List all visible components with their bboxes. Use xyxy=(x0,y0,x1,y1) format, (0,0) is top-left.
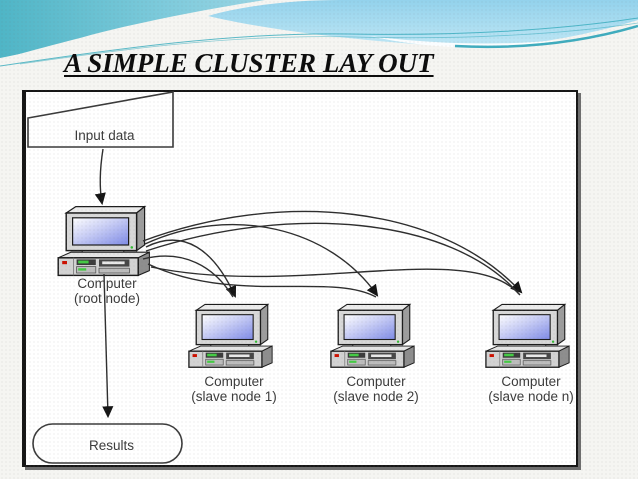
arrow-root-to-slave2-lower xyxy=(147,263,377,298)
wave-blue-band xyxy=(208,0,638,48)
root-node-label: Computer (root node) xyxy=(32,276,182,306)
arrow-root-to-slave1-lower xyxy=(142,255,234,298)
results-label: Results xyxy=(88,438,134,453)
slave-node-1-label: Computer (slave node 1) xyxy=(159,374,309,404)
slave-node-2-label: Computer (slave node 2) xyxy=(301,374,451,404)
input-data-label: Input data xyxy=(74,128,135,143)
slave-node-2-label-line1: Computer xyxy=(346,374,406,389)
computer-slave-2-icon xyxy=(330,303,415,368)
slide-title: A SIMPLE CLUSTER LAY OUT xyxy=(64,48,434,78)
slave-node-1-label-line1: Computer xyxy=(204,374,264,389)
header-wave-decoration xyxy=(0,0,638,94)
slave-node-n-label-line2: (slave node n) xyxy=(488,389,574,404)
slave-node-2-label-line2: (slave node 2) xyxy=(333,389,419,404)
root-node-label-line1: Computer xyxy=(77,276,137,291)
slave-node-n-label-line1: Computer xyxy=(501,374,561,389)
cluster-diagram-canvas xyxy=(27,91,570,464)
computer-slave-n-icon xyxy=(485,303,570,368)
arrow-root-to-slaven-upper xyxy=(142,210,523,294)
wave-white-crescent xyxy=(370,36,560,48)
results-shape xyxy=(32,423,183,464)
wave-hairline-2 xyxy=(19,22,638,65)
slave-node-n-label: Computer (slave node n) xyxy=(456,374,606,404)
arrow-root-to-slaven-lower xyxy=(150,266,521,296)
input-data-shape xyxy=(27,91,174,148)
wave-teal-band xyxy=(0,0,265,60)
arrow-input-to-root xyxy=(94,148,106,206)
computer-root-icon xyxy=(57,205,151,277)
cluster-diagram: Input data Computer (root node) Computer… xyxy=(22,90,578,467)
wave-hairline-1 xyxy=(0,17,638,67)
arrow-root-to-slave1-upper xyxy=(145,239,237,298)
root-node-label-line2: (root node) xyxy=(73,291,141,306)
wave-white-dome xyxy=(0,8,638,94)
computer-slave-1-icon xyxy=(188,303,273,368)
arrow-root-to-results xyxy=(102,273,114,419)
slave-node-1-label-line2: (slave node 1) xyxy=(191,389,277,404)
arrow-root-to-slaven-middle xyxy=(145,222,520,295)
wave-accent-stripe xyxy=(454,24,638,49)
